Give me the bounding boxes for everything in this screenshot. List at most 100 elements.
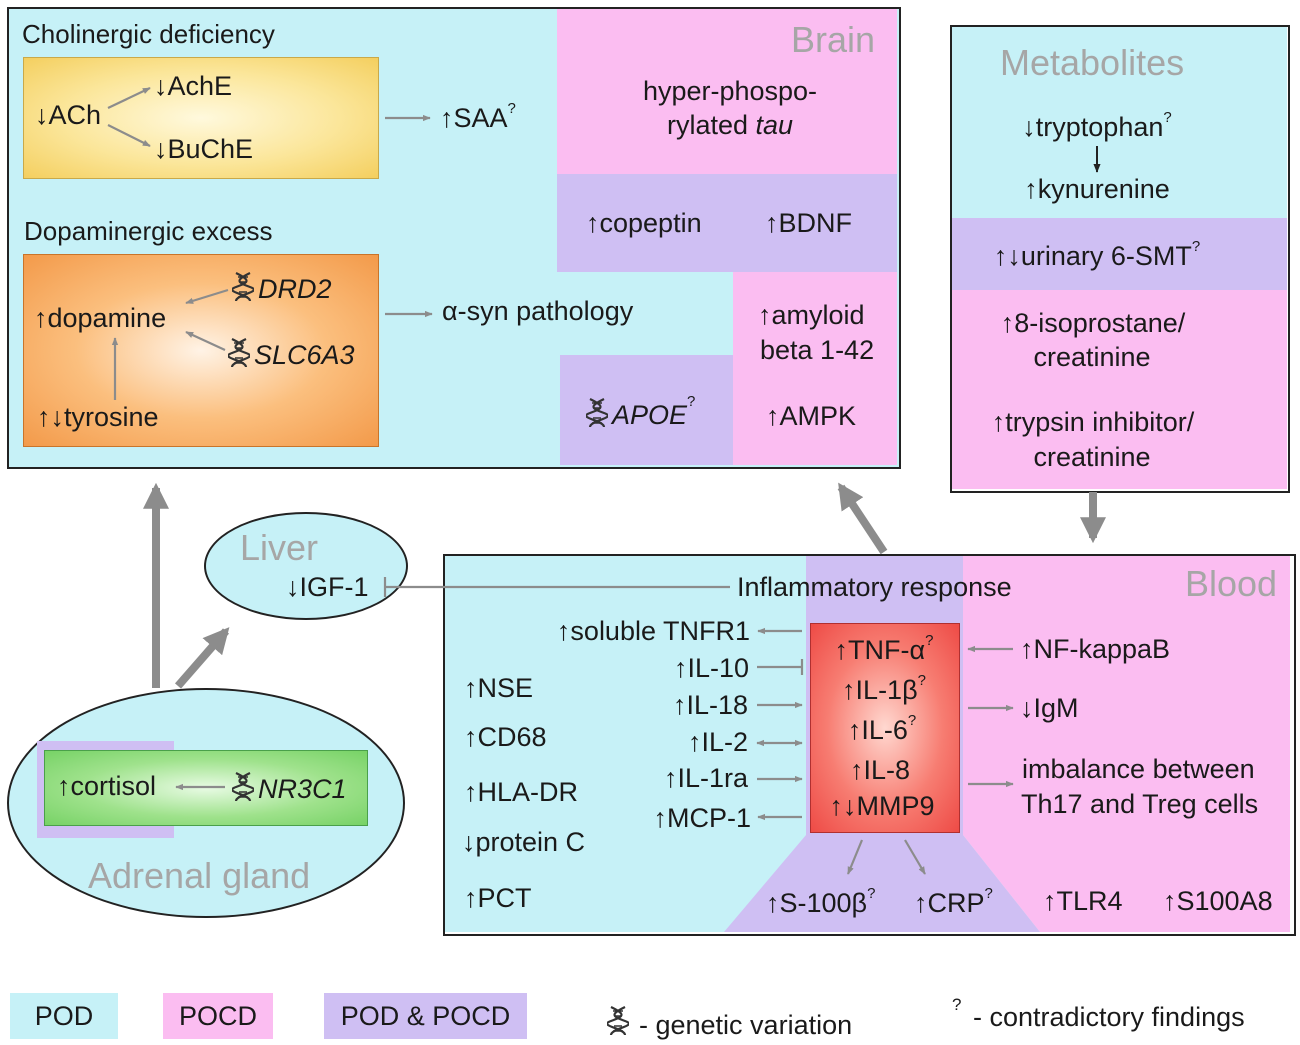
trypsin-line2: creatinine [1033,442,1151,472]
saa-label: ↑SAA? [440,101,516,133]
apoe-mark: ? [687,393,696,410]
brain-apoe-zone [560,355,733,465]
legend-contradictory: ? - contradictory findings [952,996,1245,1032]
legend-genetic-label: - genetic variation [639,1010,853,1040]
metabolites-podpocd-zone [951,218,1287,290]
legend-pocd: POCD [163,993,273,1039]
ach-label: ↓ACh [35,100,102,130]
legend-pocd-label: POCD [178,1000,257,1031]
drd2-to-dopamine-arrow [185,288,229,305]
slc6a3-text: SLC6A3 [254,340,355,370]
drd2-text: DRD2 [258,274,332,304]
tau-line1: hyper-phospo- [642,76,818,106]
s100b-arrow [846,839,864,875]
liver-title: Liver [240,527,319,568]
tnfa-mark: ? [925,632,934,649]
amyloid-line2: beta 1-42 [760,335,875,365]
drd2-label: DRD2 [232,272,332,303]
apoe-text: APOE [612,400,688,430]
smt-label: ↑↓urinary 6-SMT? [994,239,1200,270]
tau-italic: tau [755,110,794,140]
isoprostane-line2: creatinine [1033,342,1151,372]
dna-icon [586,398,608,428]
brain-border [7,7,901,469]
buche-label: ↓BuChE [154,134,254,164]
brain-amyloid-zone [733,272,897,465]
crp-mark: ? [984,885,993,902]
legend-pod-pocd-label: POD & POCD [340,1000,511,1031]
cortisol-label: ↑cortisol [57,771,157,801]
tnfa-text: ↑TNF-α [834,635,926,665]
kynurenine-label: ↑kynurenine [1024,174,1170,204]
dopamine-label: ↑dopamine [34,303,167,333]
ach-to-ache-arrow [107,87,151,109]
copeptin-label: ↑copeptin [586,208,702,238]
brain-title: Brain [791,19,876,60]
proteinc-label: ↓protein C [462,827,586,857]
imbalance-line2: Th17 and Treg cells [1021,789,1259,819]
dopaminergic-heading: Dopaminergic excess [24,216,273,246]
isoprostane-line1: ↑8-isoprostane/ [1000,308,1186,338]
brain-pocd-zone [557,9,897,174]
amyloid-line1: ↑amyloid [758,300,865,330]
dna-icon [232,272,254,302]
hladr-label: ↑HLA-DR [464,777,579,807]
nfkappab-label: ↑NF-kappaB [1020,634,1171,664]
dna-icon [607,1006,629,1036]
ache-label: ↓AchE [154,71,233,101]
s100b-text: ↑S-100β [766,888,868,918]
slc6a3-to-dopamine-arrow [185,331,226,351]
s100a8-label: ↑S100A8 [1163,886,1273,916]
legend-question-mark: ? [952,995,962,1014]
apoe-label: APOE? [586,394,695,430]
mmp9-label: ↑↓MMP9 [829,791,935,821]
saa-mark: ? [507,100,516,117]
igf-label: ↓IGF-1 [286,572,369,602]
tlr4-label: ↑TLR4 [1043,886,1123,916]
il1b-label: ↑IL-1β? [842,673,926,704]
inflammatory-label: Inflammatory response [737,572,1012,602]
tnfr1-label: ↑soluble TNFR1 [556,616,750,646]
brain-podpocd-zone [557,174,897,272]
asyn-label: α-syn pathology [442,296,634,326]
il6-mark: ? [907,712,917,729]
tyrosine-label: ↑↓tyrosine [37,402,159,432]
dopaminergic-box [23,254,379,447]
blood-title: Blood [1185,563,1278,604]
s100b-label: ↑S-100β? [766,886,875,918]
il18-label: ↑IL-18 [672,690,748,720]
ampk-label: ↑AMPK [766,401,857,431]
pct-label: ↑PCT [464,883,532,913]
crp-label: ↑CRP? [914,886,993,918]
adrenal-to-liver-arrow [174,627,230,689]
cholinergic-heading: Cholinergic deficiency [22,19,275,49]
metabolites-border [950,25,1290,493]
metabolites-pocd-zone [951,290,1287,489]
tryptophan-label: ↓tryptophan? [1022,110,1171,141]
crp-text: ↑CRP [914,888,985,918]
il1b-mark: ? [917,672,926,689]
metabolites-title: Metabolites [1000,42,1185,83]
legend-pod: POD [10,993,118,1039]
tryptophan-mark: ? [1163,109,1172,126]
legend-pod-label: POD [34,1000,94,1031]
nr3c1-label: NR3C1 [232,772,347,803]
il6-text: ↑IL-6 [847,715,908,745]
crp-arrow [904,839,926,875]
mcp1-label: ↑MCP-1 [653,803,751,833]
il8-label: ↑IL-8 [849,755,911,785]
slc6a3-label: SLC6A3 [228,338,355,369]
igm-label: ↓IgM [1020,693,1079,723]
blood-border [443,554,1296,936]
adrenal-title: Adrenal gland [88,855,311,896]
tnfa-label: ↑TNF-α? [834,633,934,665]
legend-contradictory-label: - contradictory findings [972,1002,1245,1032]
legend-genetic: - genetic variation [607,1004,852,1039]
cd68-label: ↑CD68 [464,722,547,752]
imbalance-line1: imbalance between [1022,754,1255,784]
dna-icon [228,338,250,368]
nse-label: ↑NSE [464,673,534,703]
saa-text: ↑SAA [440,103,508,133]
il10-label: ↑IL-10 [673,653,749,683]
il2-label: ↑IL-2 [687,727,748,757]
